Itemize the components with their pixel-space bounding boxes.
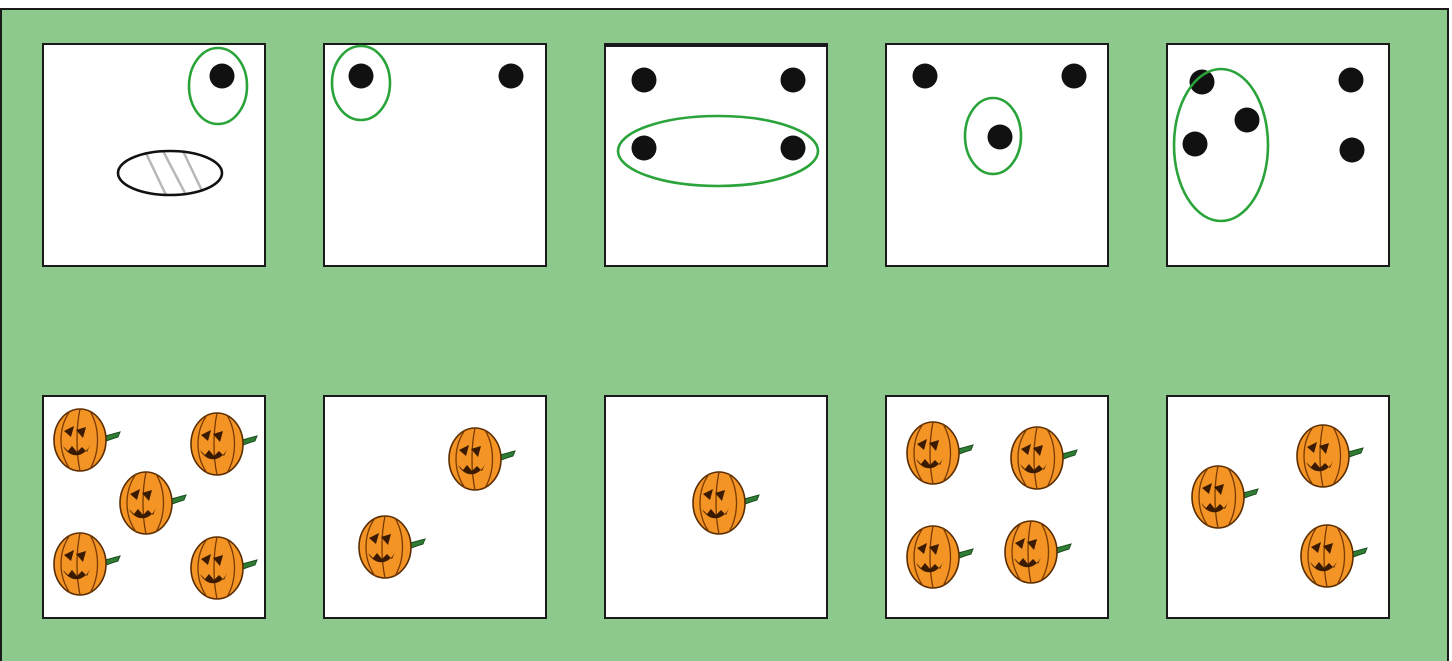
dot-4 [781, 136, 806, 161]
dot-5 [1340, 138, 1365, 163]
pumpkin-icon [1301, 525, 1367, 587]
dot-2 [499, 64, 524, 89]
pumpkin-icon [449, 428, 515, 490]
pumpkin-icon [907, 422, 973, 484]
dot-3 [1235, 108, 1260, 133]
dot-card-5 [1166, 43, 1390, 267]
pumpkin-icon [120, 472, 186, 534]
pumpkin-icon [191, 537, 257, 599]
dot-1 [632, 68, 657, 93]
dot-4 [1183, 132, 1208, 157]
pumpkin-icon [1005, 521, 1071, 583]
dot-2 [1062, 64, 1087, 89]
pumpkin-icon [359, 516, 425, 578]
dot-1 [913, 64, 938, 89]
dot-2 [1339, 68, 1364, 93]
pumpkin-icon [1011, 427, 1077, 489]
pumpkin-card-3 [604, 395, 828, 619]
pumpkin-icon [1297, 425, 1363, 487]
dot-card-3 [604, 43, 828, 267]
dot-3 [632, 136, 657, 161]
dot-2 [781, 68, 806, 93]
pumpkin-card-1 [42, 395, 266, 619]
dot-3 [988, 125, 1013, 150]
dot-card-1 [42, 43, 266, 267]
dot-card-2 [323, 43, 547, 267]
pumpkin-card-5 [1166, 395, 1390, 619]
dot-1 [349, 64, 374, 89]
pumpkin-icon [191, 413, 257, 475]
hatched-oval [118, 149, 222, 195]
pumpkin-card-2 [323, 395, 547, 619]
pumpkin-icon [693, 472, 759, 534]
dot-1 [210, 64, 235, 89]
pumpkin-icon [54, 533, 120, 595]
dot-card-4 [885, 43, 1109, 267]
matching-board [0, 8, 1449, 661]
pumpkin-icon [1192, 466, 1258, 528]
pumpkin-icon [907, 526, 973, 588]
pumpkin-card-4 [885, 395, 1109, 619]
pumpkin-icon [54, 409, 120, 471]
